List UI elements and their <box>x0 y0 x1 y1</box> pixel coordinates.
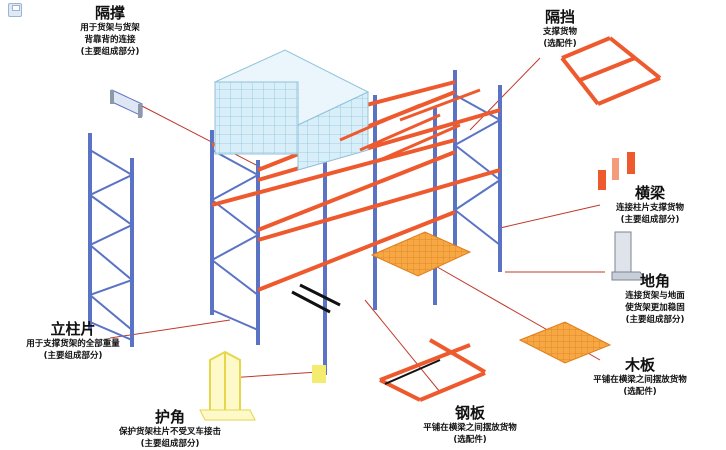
label-desc-2: (选配件) <box>543 39 577 49</box>
label-title: 横梁 <box>634 184 665 202</box>
label-title: 钢板 <box>454 404 485 422</box>
label-desc-1: 连接柱片支撑货物 <box>615 203 684 213</box>
label-foot: 地角 连接货架与地面 使货架更加稳固 (主要组成部分) <box>605 272 705 326</box>
spacer-part <box>110 89 143 118</box>
label-desc-1: 连接货架与地面 <box>625 291 685 301</box>
label-beam: 横梁 连接柱片支撑货物 (主要组成部分) <box>600 184 700 226</box>
steel-board-part <box>379 338 487 402</box>
label-wood-board: 木板 平铺在横梁之间摆放货物 (选配件) <box>580 356 700 398</box>
guard-part <box>199 350 326 421</box>
label-desc-1: 用于货架与货架 <box>80 23 140 33</box>
label-desc-2: 使货架更加稳固 <box>625 303 685 313</box>
label-desc-2: (选配件) <box>453 435 487 445</box>
label-guard: 护角 保护货架柱片不受叉车接击 (主要组成部分) <box>105 408 235 450</box>
label-title: 地角 <box>639 272 670 290</box>
label-desc-1: 用于支撑货架的全部重量 <box>26 339 120 349</box>
save-icon[interactable] <box>8 3 22 17</box>
rack-mesh-board <box>370 231 472 277</box>
label-desc-1: 保护货架柱片不受叉车接击 <box>118 427 221 437</box>
label-desc-2: 背靠背的连接 <box>84 35 136 45</box>
label-spacer: 隔撑 用于货架与货架 背靠背的连接 (主要组成部分) <box>60 4 160 58</box>
label-desc-3: (主要组成部分) <box>80 47 140 57</box>
label-desc-2: (主要组成部分) <box>620 215 680 225</box>
label-title: 隔撑 <box>94 4 125 22</box>
wood-board-part <box>518 321 612 364</box>
label-desc-2: (选配件) <box>623 387 657 397</box>
divider-part <box>560 36 662 106</box>
label-upright: 立柱片 用于支撑货架的全部重量 (主要组成部分) <box>8 320 138 362</box>
label-steel-board: 钢板 平铺在横梁之间摆放货物 (选配件) <box>405 404 535 446</box>
label-title: 隔挡 <box>544 8 575 26</box>
label-desc-1: 平铺在横梁之间摆放货物 <box>593 375 687 385</box>
label-desc-1: 平铺在横梁之间摆放货物 <box>423 423 517 433</box>
pallet-load <box>213 49 370 171</box>
label-desc-3: (主要组成部分) <box>625 315 685 325</box>
label-desc-2: (主要组成部分) <box>43 351 103 361</box>
label-title: 立柱片 <box>50 320 96 338</box>
label-divider: 隔挡 支撑货物 (选配件) <box>520 8 600 50</box>
foot-part <box>611 231 647 281</box>
label-title: 木板 <box>624 356 655 374</box>
label-desc-2: (主要组成部分) <box>140 439 200 449</box>
upright-frame <box>88 133 134 347</box>
label-desc-1: 支撑货物 <box>542 27 577 37</box>
beam-part <box>598 152 635 190</box>
label-title: 护角 <box>154 408 185 426</box>
pallet-supports <box>339 88 481 162</box>
